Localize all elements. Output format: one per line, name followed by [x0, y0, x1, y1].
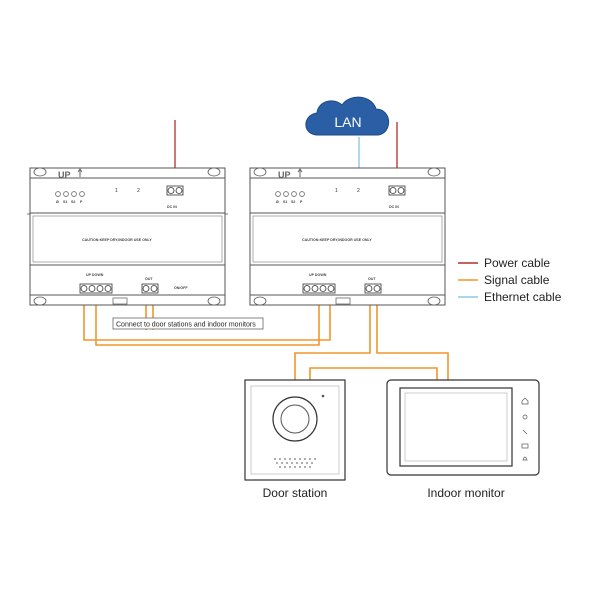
monitor-screen: [399, 387, 513, 467]
module-right-leds: [275, 191, 305, 197]
led-label: P: [300, 200, 303, 204]
led: [283, 191, 289, 197]
led: [71, 191, 77, 197]
door-station: Door station: [244, 379, 346, 500]
updown-label: UP DOWN: [309, 273, 327, 277]
port-number: 2: [137, 188, 140, 194]
onoff-switch: [112, 297, 128, 305]
indicator-dot: [321, 394, 325, 398]
led-label: S1: [283, 200, 287, 204]
home-icon: [521, 397, 529, 405]
module-left-leds: [55, 191, 85, 197]
connect-label-box: Connect to door stations and indoor moni…: [112, 317, 264, 330]
led: [79, 191, 85, 197]
signal-cable-loop-outer: [83, 292, 331, 341]
led: [275, 191, 281, 197]
signal-cable-right-out-1: [294, 292, 371, 380]
phone-icon: [522, 429, 528, 435]
connect-label: Connect to door stations and indoor moni…: [116, 322, 256, 329]
led-label: S2: [291, 200, 295, 204]
monitor-icon: [521, 443, 529, 449]
signal-cable-right-out-2: [376, 292, 449, 380]
bell-icon: [522, 456, 528, 461]
legend: Power cable Signal cable Ethernet cable: [458, 256, 562, 304]
out-label: OUT: [145, 277, 153, 281]
led-label: P: [80, 200, 83, 204]
caution-text: CAUTION:KEEP DRY,INDOOR USE ONLY: [82, 238, 152, 242]
onoff-label: ON/OFF: [174, 286, 188, 290]
power-terminal-block: [388, 185, 406, 196]
key-icon: [522, 414, 528, 420]
led-label: Ø: [56, 200, 59, 204]
updown-label: UP DOWN: [86, 273, 104, 277]
led-label: S1: [63, 200, 67, 204]
up-arrow-icon: [77, 168, 83, 177]
out-label: OUT: [368, 277, 376, 281]
led: [299, 191, 305, 197]
up-arrow-icon: [297, 168, 303, 177]
legend-signal-label: Signal cable: [484, 273, 550, 287]
indoor-monitor-label: Indoor monitor: [427, 486, 504, 500]
module-left-up-label: UP: [58, 170, 71, 180]
legend-ethernet-label: Ethernet cable: [484, 290, 562, 304]
out-terminal-block: [141, 283, 159, 294]
port-number: 1: [115, 188, 118, 194]
signal-cable-loop-inner: [95, 292, 320, 346]
led: [291, 191, 297, 197]
indoor-monitor: Indoor monitor: [386, 379, 540, 500]
led: [63, 191, 69, 197]
power-terminal-label: DC IN: [167, 205, 177, 209]
led-label: S2: [71, 200, 75, 204]
lan-label: LAN: [334, 114, 361, 130]
port-number: 2: [357, 188, 360, 194]
led: [55, 191, 61, 197]
module-left: UP Ø S1 S2 P 1 2 DC IN CAUTION:KEEP DRY,…: [27, 167, 228, 306]
module-right-up-label: UP: [278, 170, 291, 180]
signal-cables: [83, 292, 449, 380]
caution-text: CAUTION:KEEP DRY,INDOOR USE ONLY: [302, 238, 372, 242]
legend-power-label: Power cable: [484, 256, 550, 270]
door-station-label: Door station: [263, 486, 328, 500]
port-number: 1: [335, 188, 338, 194]
power-terminal-label: DC IN: [389, 205, 399, 209]
signal-cable-door-2: [309, 367, 438, 380]
power-terminal-block: [166, 185, 184, 196]
led-label: Ø: [276, 200, 279, 204]
lan-cloud: LAN: [305, 96, 390, 136]
onoff-switch: [335, 297, 351, 305]
out-terminal-block: [364, 283, 382, 294]
speaker-grille-icon: [274, 458, 316, 468]
monitor-side-buttons: [521, 397, 529, 461]
module-right: UP Ø S1 S2 P 1 2 DC IN CAUTION:KEEP DRY,…: [249, 167, 446, 306]
updown-terminal-block: [302, 283, 336, 294]
updown-terminal-block: [79, 283, 113, 294]
